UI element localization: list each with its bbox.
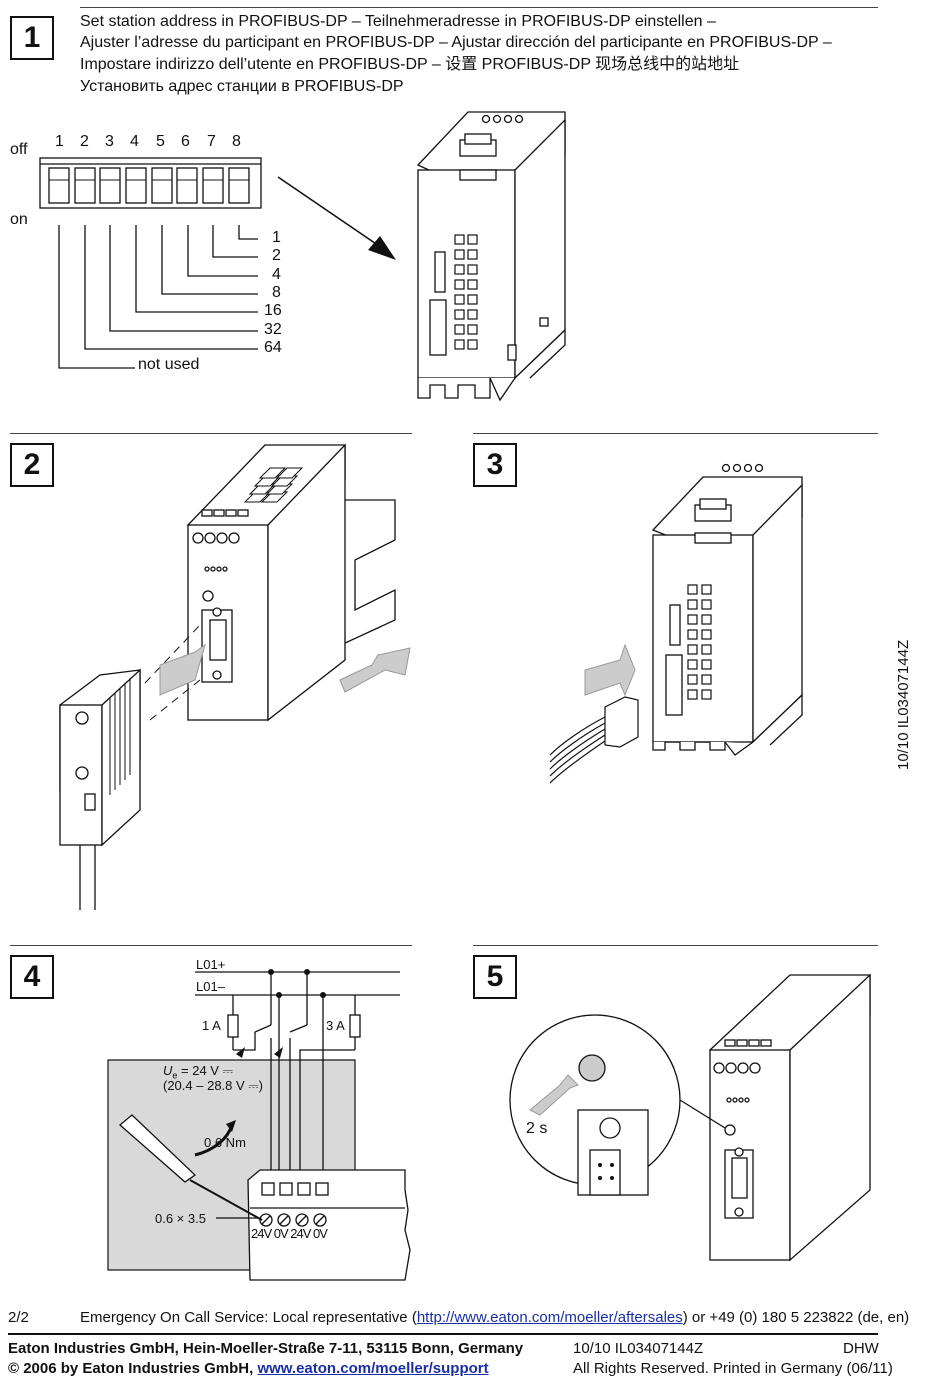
step-2-number: 2 <box>10 443 54 487</box>
switch-on-label: on <box>10 211 28 228</box>
emergency-service-line: Emergency On Call Service: Local represe… <box>80 1309 909 1326</box>
switch-number-5: 5 <box>156 133 165 150</box>
switch-number-8: 8 <box>232 133 241 150</box>
switch-number-7: 7 <box>207 133 216 150</box>
step-1-title-it-zh: Impostare indirizzo dell’utente en PROFI… <box>80 56 740 73</box>
step-1-rule <box>80 7 878 9</box>
footer-rights: All Rights Reserved. Printed in Germany … <box>573 1360 893 1377</box>
step-5-rule <box>473 945 878 947</box>
ue-label: Ue = 24 V ⎓ <box>163 1063 233 1081</box>
aftersales-link[interactable]: http://www.eaton.com/moeller/aftersales <box>416 1309 683 1326</box>
torque-label: 0.6 Nm <box>204 1135 246 1150</box>
step-2-rule <box>10 433 412 435</box>
footer-dhw: DHW <box>843 1340 879 1357</box>
switch-off-label: off <box>10 141 28 158</box>
switch-number-2: 2 <box>80 133 89 150</box>
ue-range-label: (20.4 – 28.8 V ⎓) <box>163 1078 263 1093</box>
step-3-ribbon-cable-illustration <box>549 463 803 784</box>
company-address: Eaton Industries GmbH, Hein-Moeller-Stra… <box>8 1340 524 1357</box>
step-1-title-en-de: Set station address in PROFIBUS-DP – Tei… <box>80 13 716 30</box>
ue-symbol: U <box>163 1063 173 1078</box>
fuse-1a-label: 1 A <box>202 1018 221 1033</box>
dip-switch-diagram <box>39 111 566 402</box>
step-1-title-ru: Установить адрес станции в PROFIBUS-DP <box>80 78 404 95</box>
side-document-code: 10/10 IL03407144Z <box>895 639 912 770</box>
ue-subscript: e <box>172 1070 178 1081</box>
terminal-labels: 24V 0V 24V 0V <box>251 1226 328 1241</box>
press-duration-label: 2 s <box>526 1120 548 1137</box>
copyright-prefix: © 2006 by Eaton Industries GmbH, <box>8 1360 258 1377</box>
step-4-number: 4 <box>10 955 54 999</box>
support-link[interactable]: www.eaton.com/moeller/support <box>257 1360 489 1377</box>
weight-32: 32 <box>264 321 282 338</box>
step-1-title-fr-es: Ajuster l’adresse du participant en PROF… <box>80 34 832 51</box>
emergency-suffix: ) or +49 (0) 180 5 223822 (de, en) <box>682 1309 910 1326</box>
l01-plus-label: L01+ <box>196 957 226 972</box>
switch-number-3: 3 <box>105 133 114 150</box>
weight-16: 16 <box>264 302 282 319</box>
blade-size-label: 0.6 × 3.5 <box>155 1211 206 1226</box>
switch-number-6: 6 <box>181 133 190 150</box>
step-5-reset-illustration <box>509 973 871 1262</box>
weight-4: 4 <box>272 266 281 283</box>
step-4-rule <box>10 945 412 947</box>
step-5-number: 5 <box>473 955 517 999</box>
weight-64: 64 <box>264 339 282 356</box>
switch-number-1: 1 <box>55 133 64 150</box>
not-used-label: not used <box>138 356 200 373</box>
step-2-connector-illustration <box>59 443 411 910</box>
weight-1: 1 <box>272 229 281 246</box>
ue-value: = 24 V ⎓ <box>177 1063 233 1078</box>
copyright-line: © 2006 by Eaton Industries GmbH, www.eat… <box>8 1360 489 1377</box>
step-4-wiring-diagram <box>107 969 411 1281</box>
step-3-number: 3 <box>473 443 517 487</box>
step-1-number: 1 <box>10 16 54 60</box>
footer-rule <box>8 1333 878 1335</box>
emergency-prefix: Emergency On Call Service: Local represe… <box>80 1309 417 1326</box>
switch-number-4: 4 <box>130 133 139 150</box>
footer-doc-code: 10/10 IL03407144Z <box>573 1340 704 1357</box>
fuse-3a-label: 3 A <box>326 1018 345 1033</box>
weight-2: 2 <box>272 247 281 264</box>
weight-8: 8 <box>272 284 281 301</box>
l01-minus-label: L01– <box>196 979 225 994</box>
page-number: 2/2 <box>8 1309 29 1326</box>
step-3-rule <box>473 433 878 435</box>
